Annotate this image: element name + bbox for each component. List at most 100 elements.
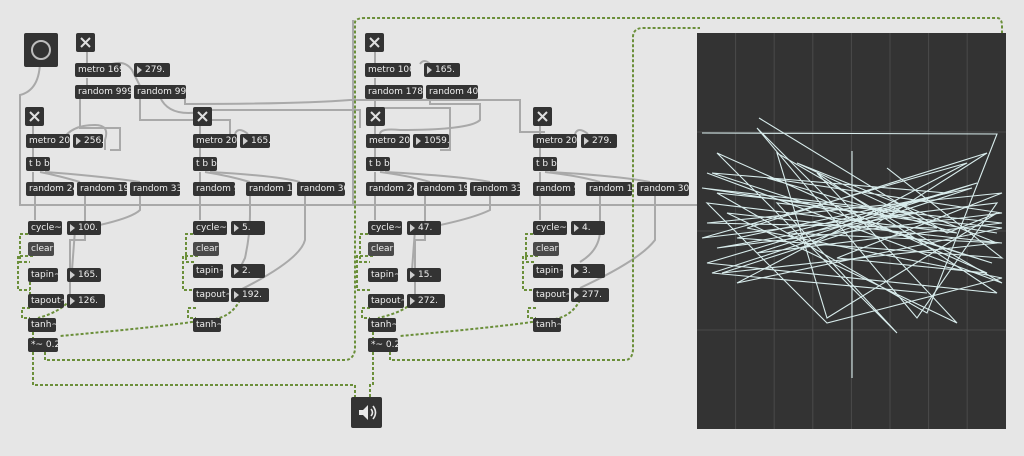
tapin-object[interactable]: tapin~ <box>533 264 563 278</box>
toggle-voice[interactable] <box>366 107 385 126</box>
number-box[interactable]: 4. <box>571 221 605 235</box>
number-arrow-icon <box>410 297 415 305</box>
number-arrow-icon <box>410 271 415 279</box>
tanh-object[interactable]: tanh~ <box>193 318 221 332</box>
trigger-object[interactable]: t b b <box>193 157 217 171</box>
toggle-section1[interactable] <box>76 33 95 52</box>
number-arrow-icon <box>574 267 579 275</box>
bang-icon <box>31 40 51 60</box>
random-object[interactable]: random 999 <box>75 85 131 99</box>
tapin-object[interactable]: tapin~ <box>28 268 58 282</box>
metro-object[interactable]: metro 200 <box>193 134 237 148</box>
number-arrow-icon <box>243 137 248 145</box>
random-object[interactable]: random 333 <box>470 182 520 196</box>
metro-object[interactable]: metro 200 <box>26 134 70 148</box>
trigger-object[interactable]: t b b <box>533 157 557 171</box>
metro-object[interactable]: metro 200 <box>533 134 577 148</box>
tapout-object[interactable]: tapout~ <box>368 294 404 308</box>
random-object[interactable]: random 302 <box>297 182 345 196</box>
tapout-object[interactable]: tapout~ <box>193 288 229 302</box>
number-box[interactable]: 3. <box>571 264 605 278</box>
random-object[interactable]: random 196 <box>77 182 127 196</box>
clear-message[interactable]: clear <box>193 242 219 256</box>
toggle-section2[interactable] <box>365 33 384 52</box>
number-box[interactable]: 192. <box>231 288 269 302</box>
multiply-object[interactable]: *~ 0.2 <box>28 338 58 352</box>
number-arrow-icon <box>574 291 579 299</box>
cycle-object[interactable]: cycle~ <box>193 221 227 235</box>
random-object[interactable]: random 999 <box>134 85 186 99</box>
number-arrow-icon <box>427 66 432 74</box>
number-box[interactable]: 126. <box>67 294 105 308</box>
tanh-object[interactable]: tanh~ <box>368 318 396 332</box>
random-object[interactable]: random 240 <box>366 182 414 196</box>
x-toggle-icon <box>29 111 40 122</box>
number-arrow-icon <box>234 291 239 299</box>
clear-message[interactable]: clear <box>533 242 559 256</box>
number-box[interactable]: 2. <box>231 264 265 278</box>
cycle-object[interactable]: cycle~ <box>28 221 62 235</box>
number-arrow-icon <box>410 224 415 232</box>
random-object[interactable]: random 196 <box>417 182 467 196</box>
scope-canvas <box>697 33 1006 429</box>
random-object[interactable]: random 240 <box>26 182 74 196</box>
trigger-object[interactable]: t b b <box>366 157 390 171</box>
number-box[interactable]: 279. <box>581 134 617 148</box>
x-toggle-icon <box>197 111 208 122</box>
tapin-object[interactable]: tapin~ <box>193 264 223 278</box>
metro-object[interactable]: metro 100 <box>365 63 411 77</box>
number-box[interactable]: 15. <box>407 268 441 282</box>
xy-scope-display[interactable] <box>697 33 1006 429</box>
random-object[interactable]: random 302 <box>637 182 689 196</box>
number-arrow-icon <box>574 224 579 232</box>
number-box[interactable]: 47. <box>407 221 441 235</box>
toggle-voice[interactable] <box>533 107 552 126</box>
x-toggle-icon <box>80 37 91 48</box>
x-toggle-icon <box>369 37 380 48</box>
ezdac-speaker-button[interactable] <box>351 397 382 428</box>
number-box[interactable]: 165. <box>67 268 101 282</box>
x-toggle-icon <box>370 111 381 122</box>
random-object[interactable]: random 333 <box>130 182 180 196</box>
tapin-object[interactable]: tapin~ <box>368 268 398 282</box>
tanh-object[interactable]: tanh~ <box>533 318 561 332</box>
number-arrow-icon <box>234 267 239 275</box>
tapout-object[interactable]: tapout~ <box>28 294 64 308</box>
number-box[interactable]: 279. <box>134 63 170 77</box>
metro-object[interactable]: metro 169 <box>75 63 121 77</box>
number-box[interactable]: 277. <box>571 288 609 302</box>
speaker-icon <box>359 405 377 420</box>
trigger-object[interactable]: t b b <box>26 157 50 171</box>
cycle-object[interactable]: cycle~ <box>368 221 402 235</box>
cycle-object[interactable]: cycle~ <box>533 221 567 235</box>
number-box[interactable]: 100. <box>67 221 101 235</box>
tapout-object[interactable]: tapout~ <box>533 288 569 302</box>
random-object[interactable]: random 9 <box>193 182 235 196</box>
number-box[interactable]: 1059. <box>413 134 450 148</box>
tanh-object[interactable]: tanh~ <box>28 318 56 332</box>
x-toggle-icon <box>537 111 548 122</box>
number-arrow-icon <box>137 66 142 74</box>
toggle-voice[interactable] <box>193 107 212 126</box>
number-box[interactable]: 256. <box>73 134 104 148</box>
clear-message[interactable]: clear <box>28 242 54 256</box>
metro-object[interactable]: metro 200 <box>366 134 410 148</box>
number-box[interactable]: 272. <box>407 294 445 308</box>
clear-message[interactable]: clear <box>368 242 394 256</box>
number-arrow-icon <box>70 297 75 305</box>
loadbang-button[interactable] <box>24 33 58 67</box>
random-object[interactable]: random 406 <box>426 85 478 99</box>
number-arrow-icon <box>584 137 589 145</box>
number-arrow-icon <box>416 137 421 145</box>
random-object[interactable]: random 1780 <box>365 85 423 99</box>
number-arrow-icon <box>70 224 75 232</box>
random-object[interactable]: random 12 <box>586 182 632 196</box>
number-box[interactable]: 165. <box>240 134 271 148</box>
number-box[interactable]: 165. <box>424 63 460 77</box>
number-arrow-icon <box>234 224 239 232</box>
multiply-object[interactable]: *~ 0.2 <box>368 338 398 352</box>
toggle-voice[interactable] <box>25 107 44 126</box>
random-object[interactable]: random 12 <box>246 182 292 196</box>
number-box[interactable]: 5. <box>231 221 265 235</box>
random-object[interactable]: random 9 <box>533 182 575 196</box>
